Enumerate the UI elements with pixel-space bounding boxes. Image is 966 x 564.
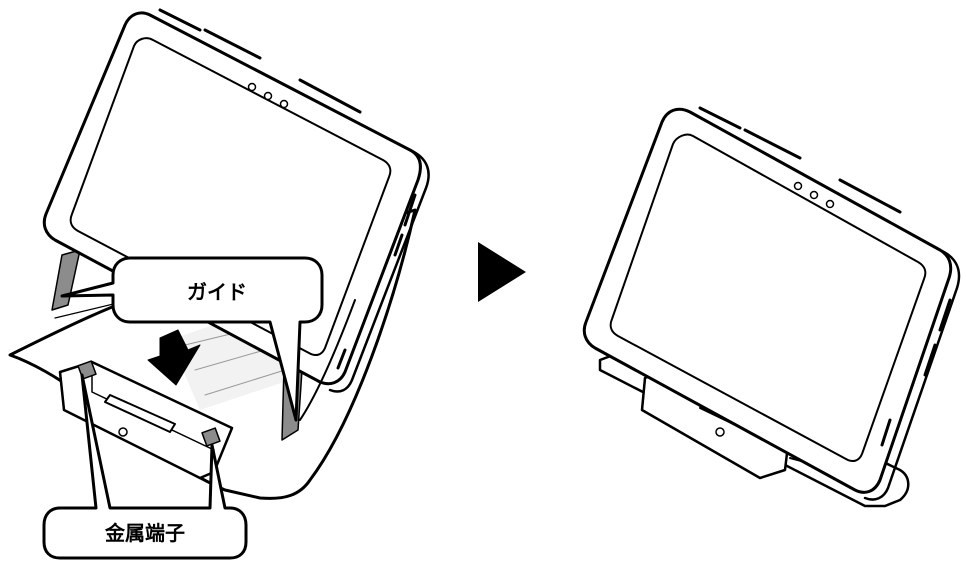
metal-terminal-label: 金属端子 (104, 521, 185, 545)
guide-label: ガイド (187, 280, 247, 304)
guide-post-left (52, 250, 80, 310)
left-illustration: ガイド 金属端子 (10, 10, 429, 558)
right-illustration (584, 108, 959, 506)
sensor-dot (265, 93, 272, 100)
sensor-dot (811, 192, 818, 199)
sensor-dot (281, 101, 288, 108)
sensor-dot (795, 183, 802, 190)
next-step-arrow-icon (478, 242, 526, 302)
sensor-dot (827, 201, 834, 208)
sensor-dot (249, 84, 256, 91)
